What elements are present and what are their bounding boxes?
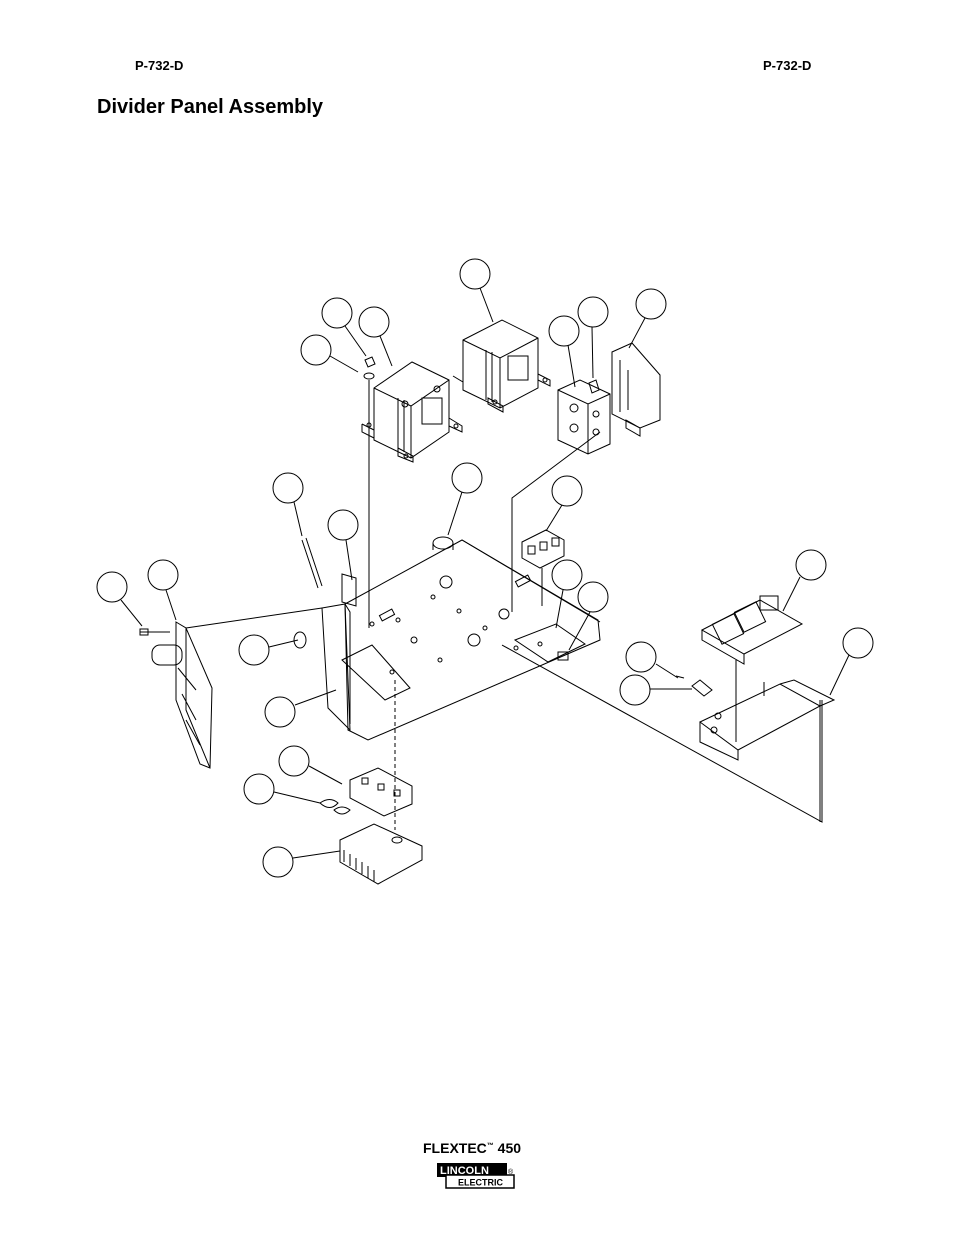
heat-sink bbox=[339, 823, 423, 885]
relay-board bbox=[700, 595, 804, 665]
callout-circle bbox=[795, 549, 827, 581]
callout-circle bbox=[321, 297, 353, 329]
callout-circle bbox=[278, 745, 310, 777]
base-plate bbox=[341, 539, 601, 741]
callout-circle bbox=[619, 674, 651, 706]
callout-circle bbox=[548, 315, 580, 347]
callout-circle bbox=[262, 846, 294, 878]
terminal-block bbox=[557, 379, 611, 455]
mounting-bracket bbox=[611, 342, 661, 437]
callout-circle bbox=[625, 641, 657, 673]
callout-circle bbox=[451, 462, 483, 494]
pcb-bracket bbox=[699, 679, 836, 761]
page-title: Divider Panel Assembly bbox=[97, 96, 324, 118]
callout-circle bbox=[238, 634, 270, 666]
product-name: FLEXTEC™ 450 bbox=[423, 1140, 522, 1156]
leader-lines bbox=[120, 287, 850, 859]
control-box bbox=[139, 621, 213, 769]
callout-circle bbox=[635, 288, 667, 320]
callout-circle bbox=[577, 296, 609, 328]
svg-text:ELECTRIC: ELECTRIC bbox=[458, 1178, 504, 1188]
part-number-right: P-732-D bbox=[763, 58, 812, 73]
callout-circle bbox=[842, 627, 874, 659]
terminal-strip bbox=[521, 529, 565, 569]
callout-circle bbox=[96, 571, 128, 603]
divider-panel bbox=[185, 603, 351, 732]
callout-circle bbox=[147, 559, 179, 591]
rectifier-module bbox=[319, 767, 413, 817]
callout-circle bbox=[459, 258, 491, 290]
callout-circle bbox=[272, 472, 304, 504]
part-number-left: P-732-D bbox=[135, 58, 184, 73]
callout-circles bbox=[96, 258, 874, 878]
lincoln-electric-logo: LINCOLN ELECTRIC ® bbox=[437, 1163, 515, 1189]
transformer-back bbox=[452, 319, 551, 413]
callout-circle bbox=[264, 696, 296, 728]
svg-text:®: ® bbox=[508, 1168, 514, 1176]
callout-circle bbox=[327, 509, 359, 541]
callout-circle bbox=[551, 559, 583, 591]
callout-circle bbox=[300, 334, 332, 366]
callout-circle bbox=[243, 773, 275, 805]
svg-text:LINCOLN: LINCOLN bbox=[440, 1165, 489, 1177]
transformer-front bbox=[361, 361, 463, 463]
callout-circle bbox=[551, 475, 583, 507]
callout-circle bbox=[358, 306, 390, 338]
callout-circle bbox=[577, 581, 609, 613]
